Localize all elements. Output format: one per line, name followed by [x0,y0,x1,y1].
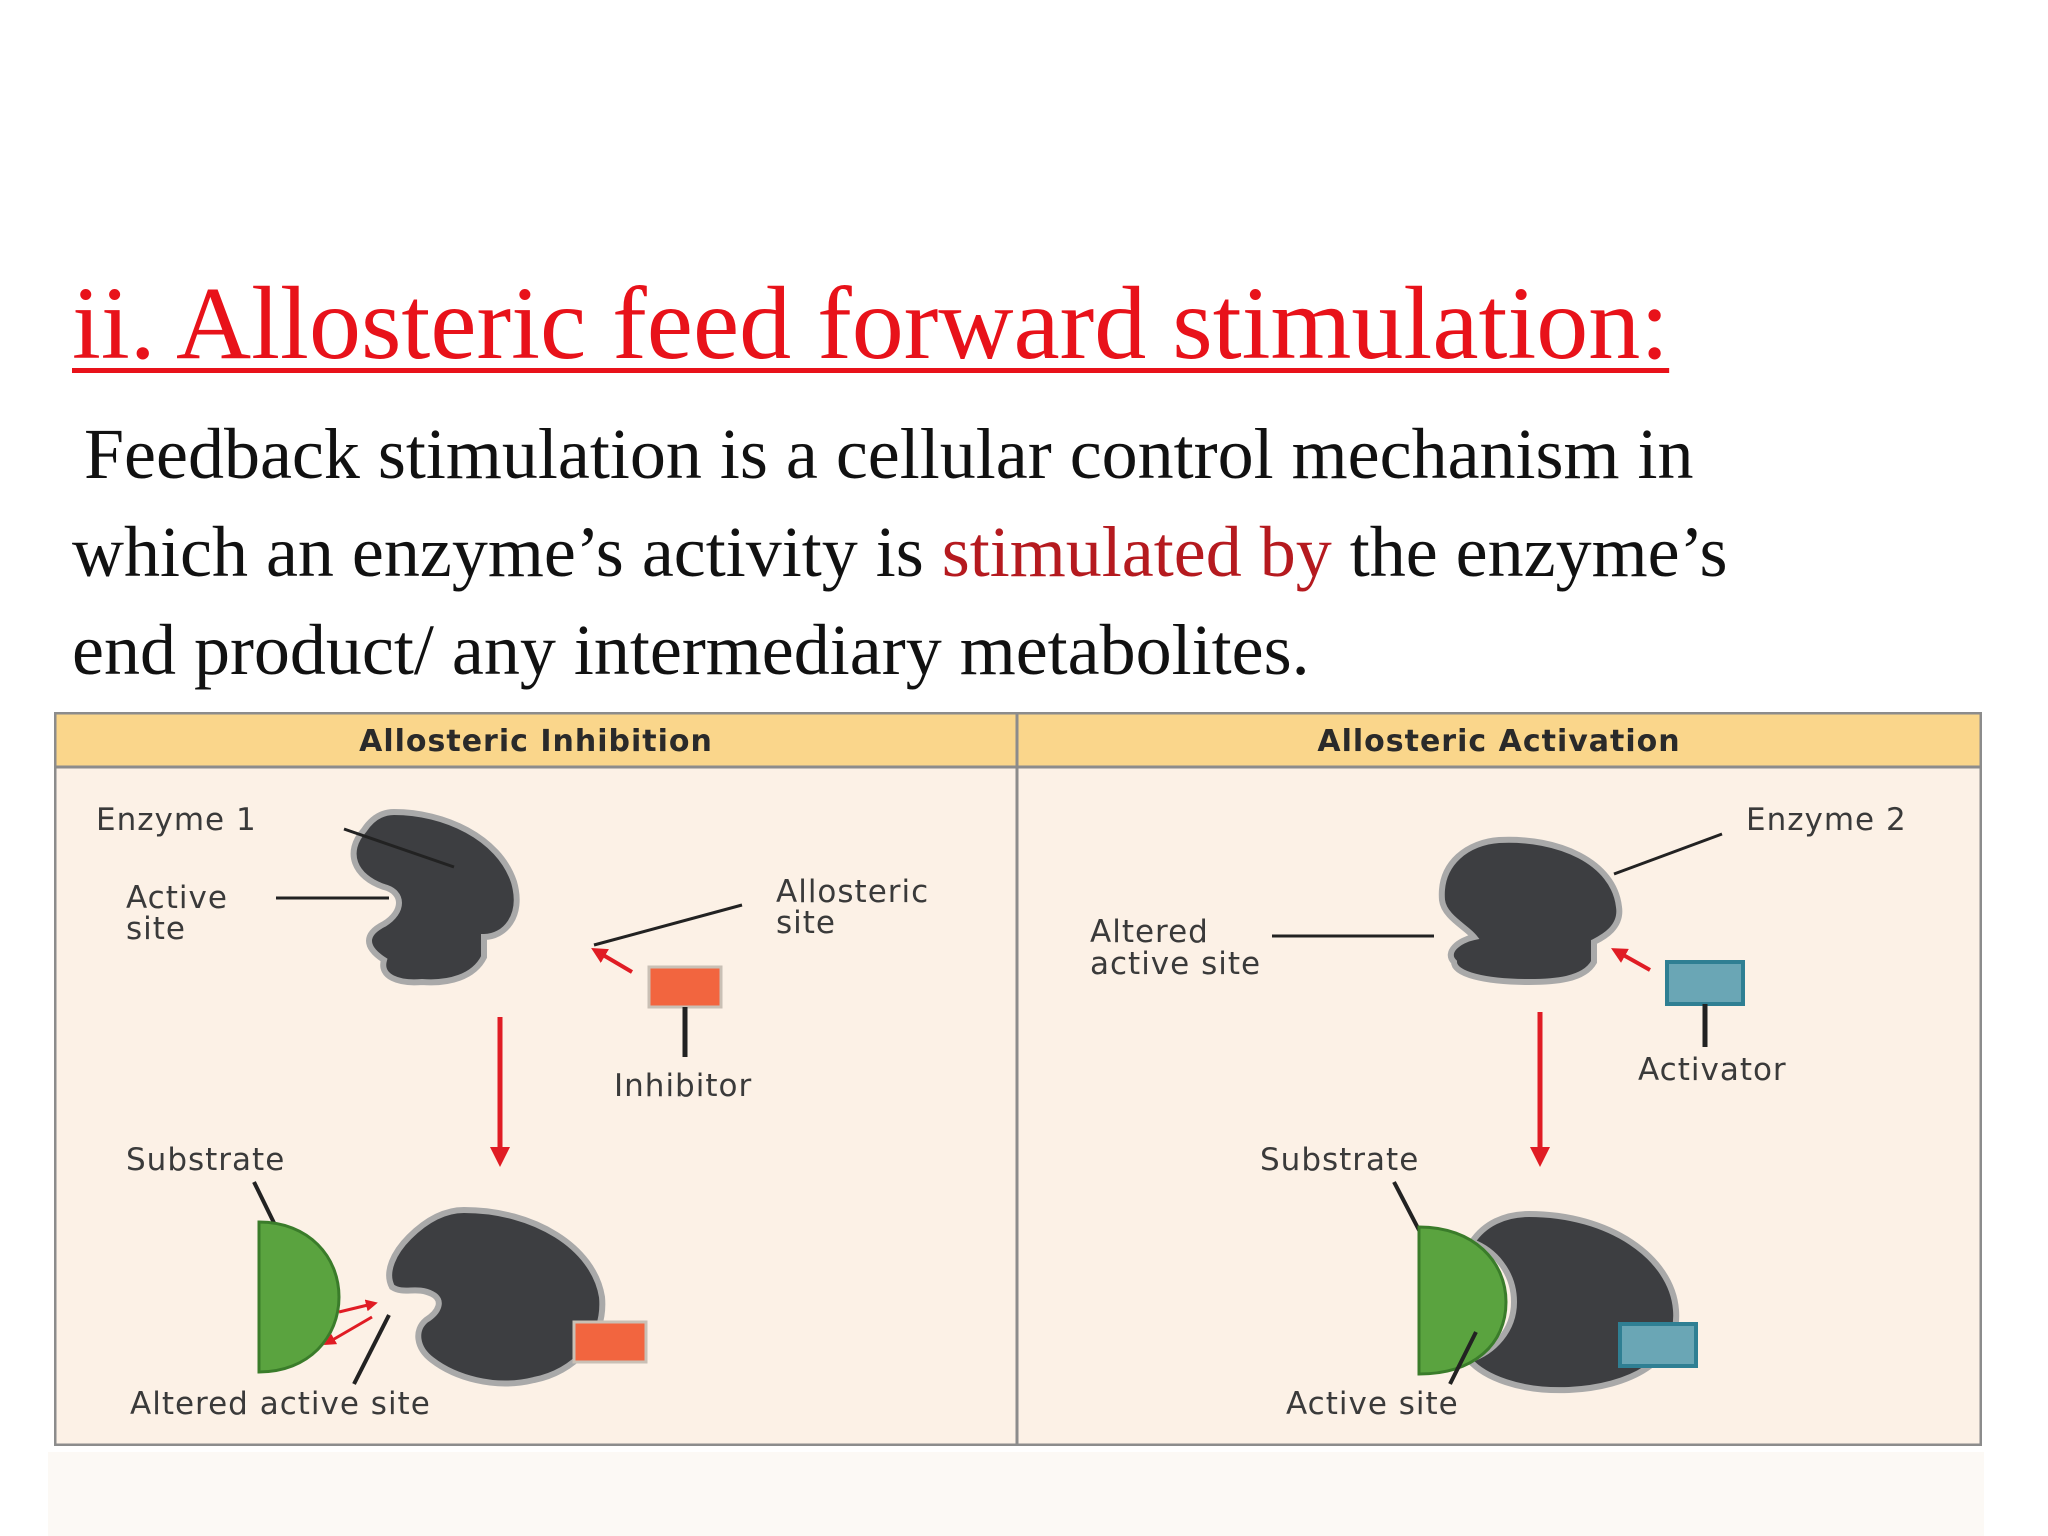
altered-active-site-pointer [352,1314,391,1385]
enzyme-2-shape [1438,836,1623,986]
activation-header-text: Allosteric Activation [1317,724,1680,759]
activator-red-arrow [1611,948,1651,972]
substrate-label-left: Substrate [126,1142,285,1178]
body-line-2: which an enzyme’s activity is stimulated… [72,503,2032,601]
allosteric-site-label-line1: Allosteric [776,874,929,910]
active-site-pointer-right [1448,1331,1478,1385]
enzyme-1-pointer [343,827,455,869]
substrate-shape-left [257,1220,341,1374]
inhibition-header-text: Allosteric Inhibition [359,724,713,759]
enzyme-1-label: Enzyme 1 [96,802,257,838]
inhibitor-bound-block [572,1320,648,1364]
enzyme-1-altered-shape [386,1206,606,1387]
inhibition-panel: Allosteric Inhibition Enzyme 1 Active si… [54,712,1019,1446]
body-line-2-start: which an enzyme’s activity is [72,512,942,592]
activation-panel: Allosteric Activation Enzyme 2 Altered a… [1015,712,1982,1446]
substrate-pointer-left [252,1181,278,1228]
activator-label: Activator [1638,1052,1787,1088]
active-site-label-line1: Active [126,880,228,916]
inhibitor-block [647,965,723,1009]
substrate-label-right: Substrate [1260,1142,1419,1178]
substrate-mismatch-arrow-2 [323,1315,373,1346]
altered-label-line1: Altered [1090,914,1209,950]
activation-panel-header [1015,712,1982,769]
enzyme-2-label: Enzyme 2 [1746,802,1907,838]
activator-block [1665,960,1745,1006]
inhibitor-label: Inhibitor [614,1068,752,1104]
body-line-3: end product/ any intermediary metabolite… [72,610,1310,690]
slide-body-text: Feedback stimulation is a cellular contr… [72,405,2032,699]
activator-bound-block [1618,1322,1698,1368]
substrate-pointer-right [1392,1181,1422,1233]
enzyme-2-pointer [1613,832,1723,876]
bottom-strip [48,1452,1984,1536]
body-line-2-end: the enzyme’s [1331,512,1728,592]
allosteric-site-label-line2: site [776,905,836,941]
substrate-shape-right [1417,1225,1508,1376]
allosteric-site-red-arrow [591,947,634,974]
active-site-label-right: Active site [1286,1386,1459,1422]
enzyme-1-shape [350,808,520,986]
body-line-1: Feedback stimulation is a cellular contr… [84,414,1694,494]
allosteric-site-pointer [593,903,743,947]
active-site-label-line2: site [126,911,186,947]
substrate-mismatch-arrow-1 [338,1299,378,1314]
slide-title: ii. Allosteric feed forward stimulation: [72,266,1670,381]
altered-label-line2: active site [1090,946,1261,982]
body-highlight-stimulated-by: stimulated by [941,512,1332,592]
allosteric-regulation-figure: Allosteric Inhibition Enzyme 1 Active si… [54,712,1982,1446]
altered-active-site-label: Altered active site [130,1386,431,1422]
inhibition-panel-header [54,712,1019,769]
